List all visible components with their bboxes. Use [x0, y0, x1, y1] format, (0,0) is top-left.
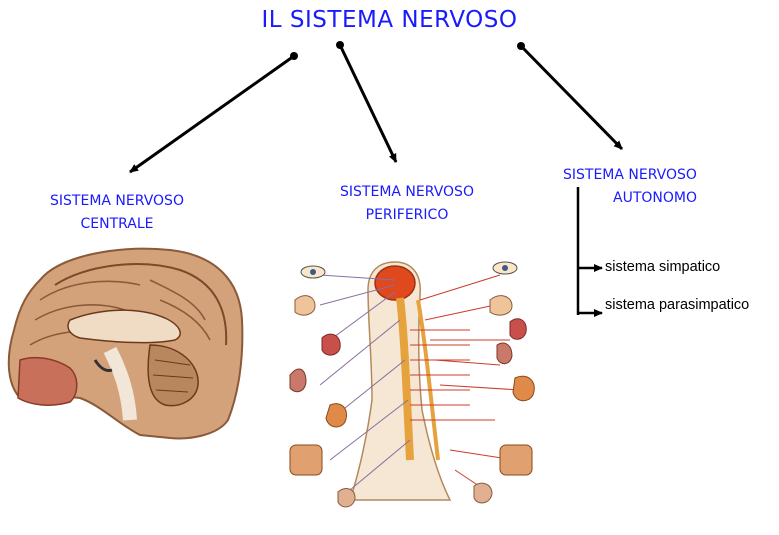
arrow-to-autonomic: [517, 42, 622, 149]
peripheral-system-illustration: [290, 262, 534, 507]
arrow-to-peripheral: [336, 41, 396, 162]
brain-illustration: [9, 249, 243, 439]
autonomic-bracket: [578, 187, 602, 315]
arrow-to-central: [130, 52, 298, 172]
